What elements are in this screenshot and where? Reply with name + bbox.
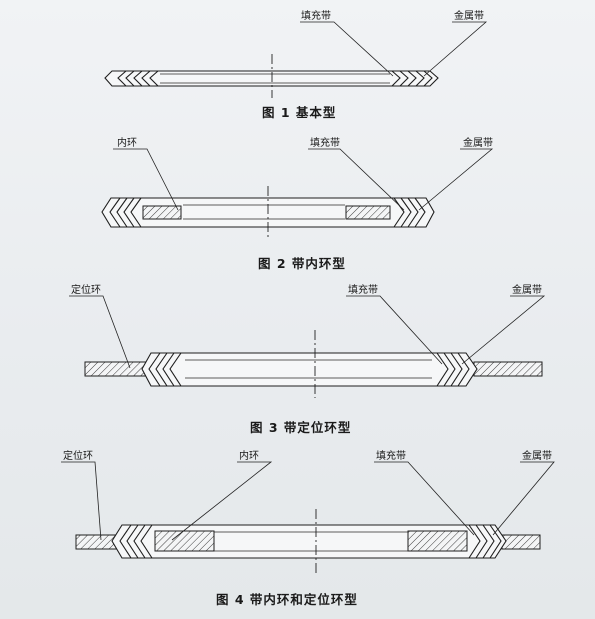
fig2-chevrons-right [393,197,426,228]
figure-4-inner-and-locator: 定位环 内环 填充带 金属带 图 4 带内环和定位环型 [61,449,555,607]
fig1-label-filler: 填充带 [301,9,331,22]
fig4-inner-ring-right [407,530,468,552]
fig3-caption: 图 3 带定位环型 [250,420,351,435]
fig3-chevrons-left [148,352,182,387]
fig4-locator-right [501,534,541,550]
fig4-leaders [61,461,555,541]
fig2-label-filler: 填充带 [310,136,340,149]
fig2-label-metal: 金属带 [463,136,493,149]
fig2-leaders [113,148,494,211]
fig4-chevrons-right [468,524,502,559]
fig2-inner-ring-right [345,205,391,220]
fig3-locator-right [473,361,543,377]
fig2-chevrons-left [109,197,142,228]
figure-1-basic: 填充带 金属带 图 1 基本型 [104,9,488,120]
fig3-label-filler: 填充带 [348,283,378,296]
fig4-inner-ring-left [154,530,215,552]
fig3-ring-body [141,352,478,387]
fig4-label-filler: 填充带 [376,449,406,462]
fig4-caption: 图 4 带内环和定位环型 [216,592,358,607]
fig1-chevrons-left [117,70,159,87]
fig4-chevrons-left [119,524,153,559]
fig2-caption: 图 2 带内环型 [258,256,346,271]
fig4-locator-left [75,534,118,550]
fig1-caption: 图 1 基本型 [262,105,336,120]
fig3-chevrons-right [436,352,470,387]
fig3-label-metal: 金属带 [512,283,542,296]
fig2-label-inner: 内环 [117,136,137,149]
fig4-label-locator: 定位环 [63,449,93,462]
fig3-label-locator: 定位环 [71,283,101,296]
figure-2-inner-ring: 内环 填充带 金属带 图 2 带内环型 [101,136,494,271]
fig1-leaders [300,21,488,77]
fig4-label-inner: 内环 [239,449,259,462]
fig3-leaders [69,295,546,369]
fig4-label-metal: 金属带 [522,449,552,462]
figure-3-locator-ring: 定位环 填充带 金属带 图 3 带定位环型 [69,283,546,435]
fig2-inner-ring-left [142,205,182,220]
fig1-label-metal: 金属带 [454,9,484,22]
fig3-locator-left [84,361,149,377]
fig1-ring-body [104,70,439,87]
